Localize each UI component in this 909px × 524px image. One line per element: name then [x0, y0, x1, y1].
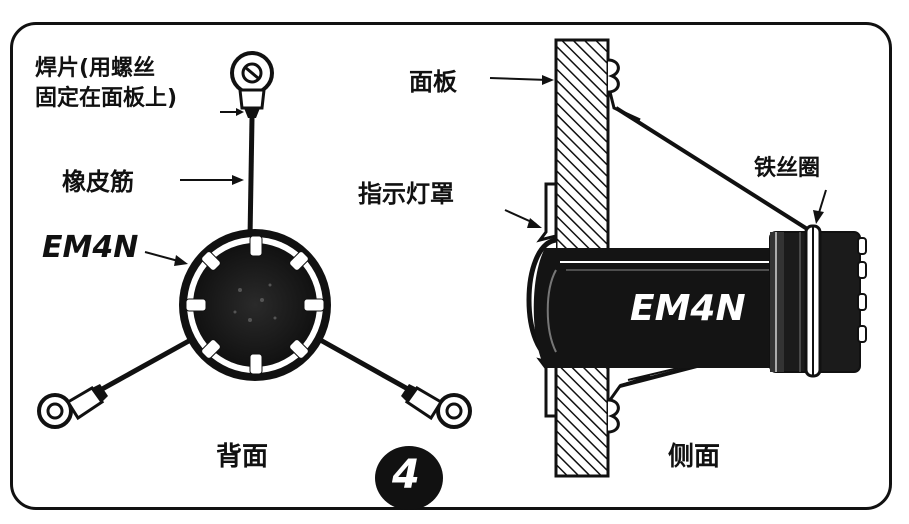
- solder-lug-label-line1: 焊片(用螺丝: [35, 56, 156, 81]
- tube-back-label: EM4N: [42, 230, 139, 265]
- lamp-cover-label: 指示灯罩: [358, 180, 454, 208]
- side-view-drawing: [489, 38, 867, 478]
- side-view-label: 侧面: [668, 442, 721, 472]
- back-view-drawing: [37, 51, 472, 429]
- rubber-band-top: [247, 117, 255, 239]
- figure-number-badge: [375, 446, 443, 510]
- left-solder-lug: [37, 384, 108, 429]
- figure-frame: [10, 22, 892, 510]
- panel-label: 面板: [409, 68, 457, 96]
- rubber-band-right: [313, 334, 417, 396]
- rubber-band-label: 橡皮筋: [62, 168, 134, 196]
- em4n-tube-back: [179, 229, 331, 381]
- em4n-tube-side: [533, 224, 867, 378]
- top-solder-lug: [230, 51, 274, 118]
- back-view-label: 背面: [216, 442, 269, 472]
- wire-ring-label: 铁丝圈: [754, 156, 821, 181]
- solder-lug-label-line2: 固定在面板上): [35, 86, 178, 111]
- figure-number: 4: [392, 452, 420, 498]
- rubber-band-left: [93, 334, 198, 396]
- right-solder-lug: [401, 384, 472, 429]
- tube-side-label: EM4N: [630, 288, 746, 329]
